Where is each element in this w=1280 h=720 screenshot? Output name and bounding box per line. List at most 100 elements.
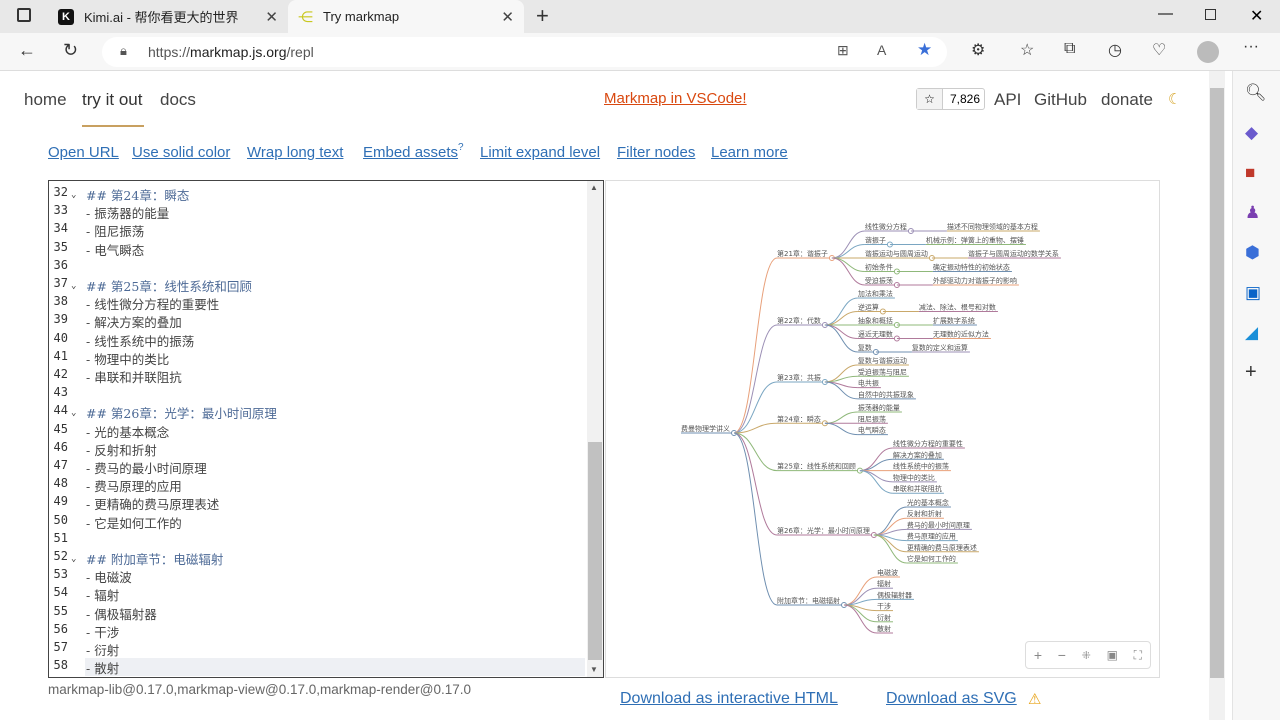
nav-docs[interactable]: docs [160, 90, 196, 109]
fold-icon[interactable]: ⌄ [71, 281, 77, 291]
zoom-in-icon[interactable]: + [1033, 647, 1043, 663]
dark-mode-icon[interactable]: ☾ [1168, 91, 1182, 108]
minimize-button[interactable]: — [1158, 5, 1173, 22]
close-tab-icon[interactable]: ✕ [501, 8, 514, 26]
code-line[interactable]: - 解决方案的叠加 [86, 315, 182, 331]
tab-markmap[interactable]: ⋲ Try markmap ✕ [288, 0, 524, 33]
code-line[interactable]: - 电气瞬态 [86, 242, 145, 258]
code-line[interactable]: - 振荡器的能量 [86, 206, 170, 222]
mindmap-node-label: 串联和并联阻抗 [893, 484, 942, 493]
code-line[interactable]: - 线性微分方程的重要性 [86, 297, 220, 313]
code-line[interactable]: - 干涉 [86, 624, 120, 640]
code-line[interactable]: - 反射和折射 [86, 442, 157, 458]
limit-expand-link[interactable]: Limit expand level [480, 144, 601, 161]
editor-scrollbar-thumb[interactable] [588, 442, 602, 660]
wrap-text-link[interactable]: Wrap long text [247, 144, 344, 161]
search-icon[interactable]: 🔍︎ [1245, 83, 1267, 102]
mindmap-link [831, 257, 865, 272]
scroll-down-icon[interactable]: ▼ [590, 665, 598, 674]
github-link[interactable]: GitHub [1034, 90, 1087, 109]
code-heading-line[interactable]: ## 第25章：线性系统和回顾 [86, 279, 252, 294]
line-number: 53 [53, 567, 68, 582]
back-icon[interactable]: ← [18, 40, 36, 60]
mindmap-node-label: 自然中的共振现象 [858, 390, 914, 399]
mindmap-svg[interactable]: 费曼物理学讲义第21章：谐振子线性微分方程描述不同物理领域的基本方程谐振子机械示… [606, 181, 1161, 679]
mindmap-node-label: 初始条件 [865, 263, 893, 272]
active-nav-indicator [82, 125, 144, 127]
mindmap-node-label: 线性微分方程 [865, 222, 907, 231]
fullscreen-icon[interactable]: ⛶ [1133, 647, 1143, 662]
tab-actions-icon[interactable] [17, 8, 31, 22]
zoom-out-icon[interactable]: − [1057, 647, 1066, 663]
mindmap-node-label: 受迫振荡 [865, 276, 893, 285]
close-window-button[interactable]: ✕ [1250, 8, 1264, 25]
fold-icon[interactable]: ⌄ [71, 190, 77, 200]
code-line[interactable]: - 阻尼振荡 [86, 224, 145, 240]
github-stars-badge[interactable]: ☆ 7,826 [916, 88, 985, 110]
open-url-link[interactable]: Open URL [48, 144, 119, 161]
more-icon[interactable]: ··· [1243, 38, 1259, 55]
url-input[interactable]: 🔒︎ https://markmap.js.org/repl ⊞ A ★ [102, 37, 947, 67]
solid-color-link[interactable]: Use solid color [132, 144, 231, 161]
api-link[interactable]: API [994, 90, 1022, 109]
code-line[interactable]: - 衍射 [86, 643, 120, 658]
health-icon[interactable]: ♡ [1152, 42, 1167, 59]
collections-icon[interactable]: ⧉ [1064, 40, 1076, 57]
scroll-up-icon[interactable]: ▲ [590, 183, 598, 192]
fold-icon[interactable]: ⌄ [71, 554, 77, 564]
code-heading-line[interactable]: ## 第24章：瞬态 [86, 188, 190, 203]
code-line[interactable]: - 光的基本概念 [86, 424, 170, 440]
code-line[interactable]: - 物理中的类比 [86, 351, 170, 367]
code-line[interactable]: - 更精确的费马原理表述 [86, 497, 220, 513]
refresh-icon[interactable]: ↻ [63, 40, 79, 60]
new-tab-button[interactable]: + [536, 3, 549, 28]
outlook-icon[interactable]: ▣ [1245, 283, 1262, 302]
tools-icon[interactable]: ■ [1245, 163, 1256, 182]
send-icon[interactable]: ◢ [1245, 323, 1259, 342]
donate-link[interactable]: donate [1101, 90, 1153, 109]
office-icon[interactable]: ⬢ [1245, 243, 1260, 262]
download-html-link[interactable]: Download as interactive HTML [620, 690, 838, 707]
code-line[interactable]: - 偶极辐射器 [86, 606, 157, 622]
restore-button[interactable] [1205, 9, 1216, 20]
code-line[interactable]: - 费马的最小时间原理 [86, 461, 207, 476]
fold-icon[interactable]: ⌄ [71, 408, 77, 419]
code-line[interactable]: - 线性系统中的振荡 [86, 333, 195, 349]
embed-help[interactable]: ? [458, 142, 464, 153]
extensions-icon[interactable]: ⚙ [971, 42, 986, 59]
learn-more-link[interactable]: Learn more [711, 144, 788, 161]
download-svg-link[interactable]: Download as SVG [886, 690, 1017, 707]
favorites-icon[interactable]: ☆ [1020, 42, 1035, 59]
tab-kimi[interactable]: K Kimi.ai - 帮你看更大的世界 ✕ [48, 0, 288, 33]
nav-home[interactable]: home [24, 90, 67, 109]
code-heading-line[interactable]: ## 第26章：光学：最小时间原理 [86, 406, 277, 422]
page-scrollbar-thumb[interactable] [1210, 88, 1224, 678]
markmap-preview[interactable]: 费曼物理学讲义第21章：谐振子线性微分方程描述不同物理领域的基本方程谐振子机械示… [605, 180, 1160, 678]
favorite-star-icon[interactable]: ★ [917, 40, 933, 59]
games-icon[interactable]: ♟ [1245, 203, 1261, 222]
read-aloud-icon[interactable]: A [877, 42, 887, 58]
toggle-recursive-icon[interactable]: ▣ [1106, 648, 1118, 662]
code-line[interactable]: - 它是如何工作的 [86, 515, 182, 531]
code-line[interactable]: - 电磁波 [86, 570, 132, 586]
avatar[interactable] [1197, 41, 1219, 63]
nav-try-it-out[interactable]: try it out [82, 90, 143, 109]
filter-nodes-link[interactable]: Filter nodes [617, 144, 696, 161]
code-line[interactable]: - 辐射 [86, 588, 120, 604]
code-line[interactable]: - 串联和并联阻抗 [86, 370, 182, 385]
app-icon[interactable]: ⊞ [837, 42, 849, 58]
close-tab-icon[interactable]: ✕ [265, 8, 278, 26]
line-number: 51 [53, 530, 68, 545]
history-icon[interactable]: ◷ [1108, 42, 1122, 59]
code-line[interactable]: - 费马原理的应用 [86, 479, 182, 495]
fit-icon[interactable]: ⁜ [1081, 649, 1091, 662]
star-count: 7,826 [950, 92, 981, 106]
code-line[interactable]: - 散射 [86, 661, 120, 677]
add-icon[interactable]: + [1245, 361, 1257, 383]
line-number: 56 [53, 621, 68, 636]
embed-assets-link[interactable]: Embed assets [363, 144, 459, 161]
shopping-icon[interactable]: ◆ [1245, 123, 1259, 142]
vscode-promo-link[interactable]: Markmap in VSCode! [604, 90, 747, 107]
code-heading-line[interactable]: ## 附加章节：电磁辐射 [86, 552, 224, 567]
